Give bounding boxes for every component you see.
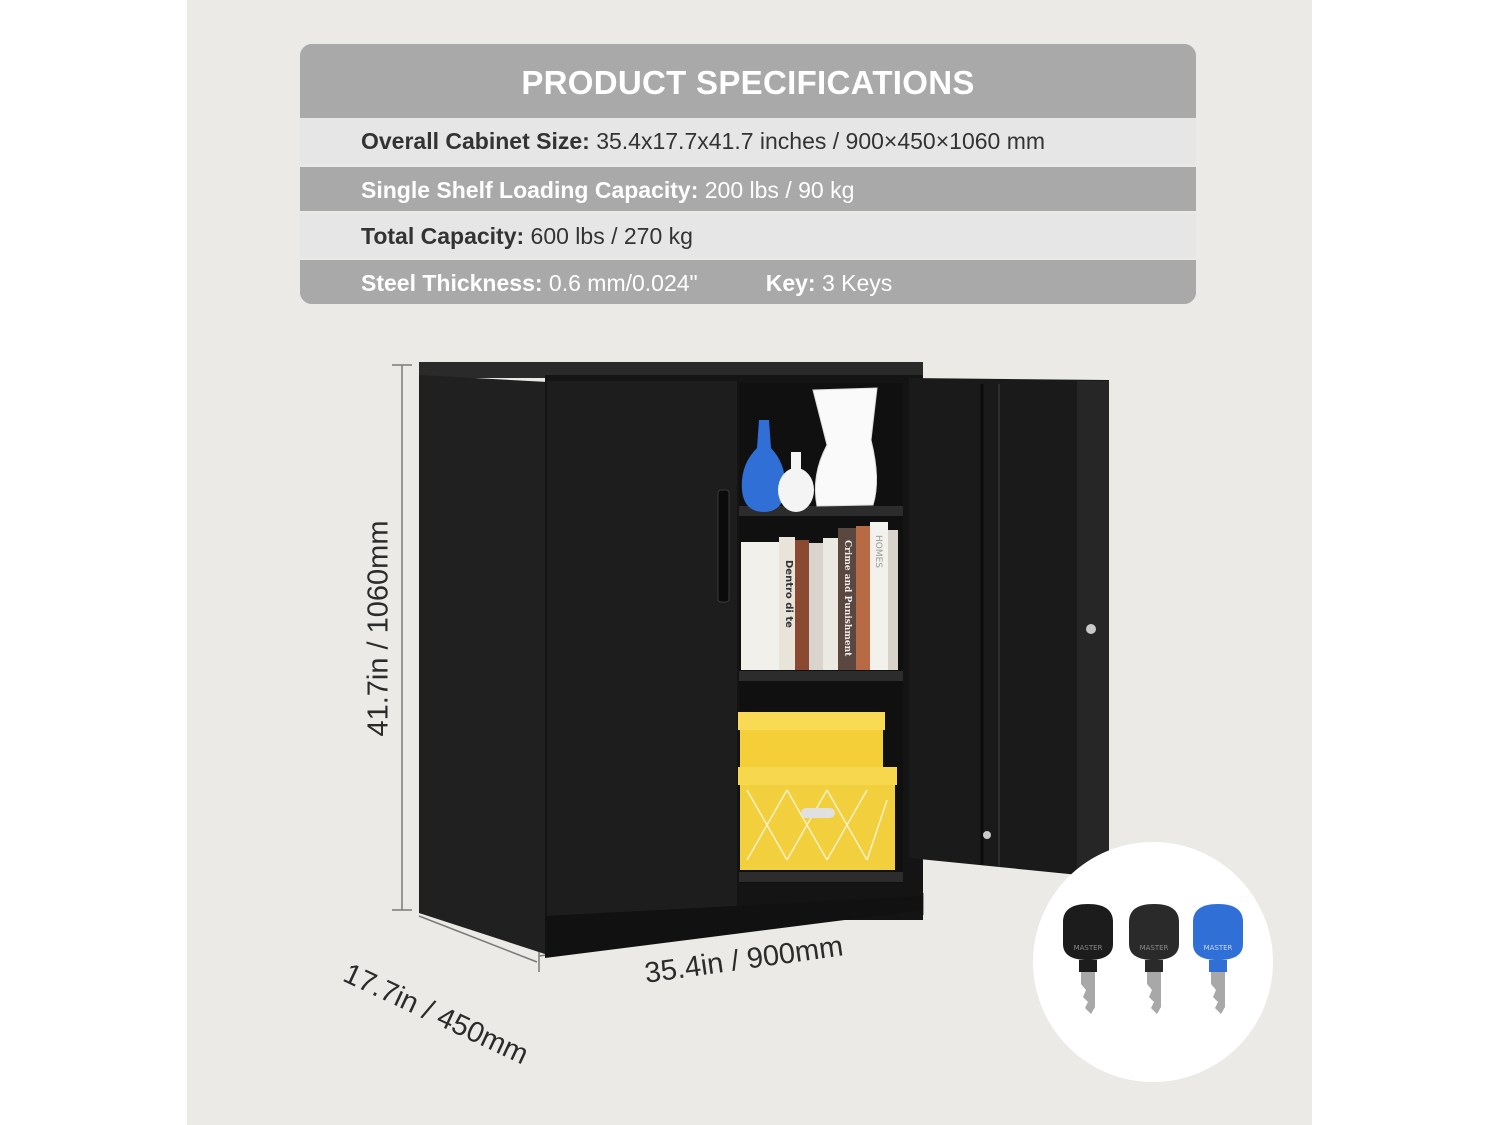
spec-value-key: 3 Keys — [815, 269, 893, 296]
spec-value: 200 lbs / 90 kg — [698, 176, 855, 203]
cabinet-side — [419, 375, 548, 955]
height-dimension-label: 41.7in / 1060mm — [362, 520, 395, 737]
white-vase — [778, 468, 814, 512]
spec-value: 0.6 mm/0.024" — [542, 269, 698, 296]
spec-title: PRODUCT SPECIFICATIONS — [300, 44, 1196, 118]
right-door — [909, 378, 1109, 878]
yellow-box-large-lid — [738, 767, 897, 785]
shelf — [739, 506, 903, 516]
product-image-canvas: PRODUCT SPECIFICATIONS Overall Cabinet S… — [187, 0, 1312, 1125]
shelf — [739, 872, 903, 882]
cabinet-base — [545, 896, 923, 958]
book-title: HOMES — [873, 535, 883, 568]
key-icon: MASTER — [1129, 904, 1179, 1014]
books: Dentro di te Crime and Punishment HOMES — [741, 522, 898, 670]
spec-label: Single Shelf Loading Capacity: — [361, 176, 699, 203]
book-title: Dentro di te — [783, 560, 794, 628]
spec-label: Steel Thickness: — [361, 269, 543, 296]
key-brand-label: MASTER — [1204, 944, 1233, 952]
spec-value: 600 lbs / 270 kg — [524, 223, 693, 249]
door-latch-icon — [983, 831, 991, 839]
cabinet-top — [419, 362, 923, 378]
spec-row-total-capacity: Total Capacity: 600 lbs / 270 kg — [300, 211, 1196, 258]
spec-row-size: Overall Cabinet Size: 35.4x17.7x41.7 inc… — [300, 118, 1196, 165]
key-icon: MASTER — [1193, 904, 1243, 1014]
white-tall-vase — [812, 387, 878, 507]
box-handle — [801, 808, 835, 818]
left-door — [547, 381, 737, 916]
spec-label: Total Capacity: — [361, 223, 525, 249]
spec-value: 35.4x17.7x41.7 inches / 900×450×1060 mm — [589, 128, 1046, 154]
key-brand-label: MASTER — [1074, 944, 1103, 952]
spec-row-shelf-capacity: Single Shelf Loading Capacity: 200 lbs /… — [300, 164, 1196, 211]
key-brand-label: MASTER — [1140, 944, 1169, 952]
keys-illustration: MASTER MASTER MASTER — [1063, 904, 1243, 1014]
white-vase-neck — [791, 452, 801, 472]
book-title: Crime and Punishment — [842, 540, 852, 657]
spec-label: Overall Cabinet Size: — [361, 128, 590, 154]
yellow-box-small-lid — [738, 712, 885, 730]
spec-label-key: Key: — [765, 269, 816, 296]
spec-row-thickness-keys: Steel Thickness: 0.6 mm/0.024" Key: 3 Key… — [300, 257, 1196, 304]
keys-callout: MASTER MASTER MASTER — [1033, 842, 1273, 1082]
door-handle — [717, 489, 730, 603]
shelf — [739, 671, 903, 681]
blue-vase — [741, 420, 786, 512]
door-lock-icon — [1086, 624, 1096, 634]
box-pattern — [746, 789, 888, 861]
spec-table: PRODUCT SPECIFICATIONS Overall Cabinet S… — [300, 44, 1196, 304]
cabinet-illustration: Dentro di te Crime and Punishment HOMES — [392, 362, 1109, 972]
key-icon: MASTER — [1063, 904, 1113, 1014]
